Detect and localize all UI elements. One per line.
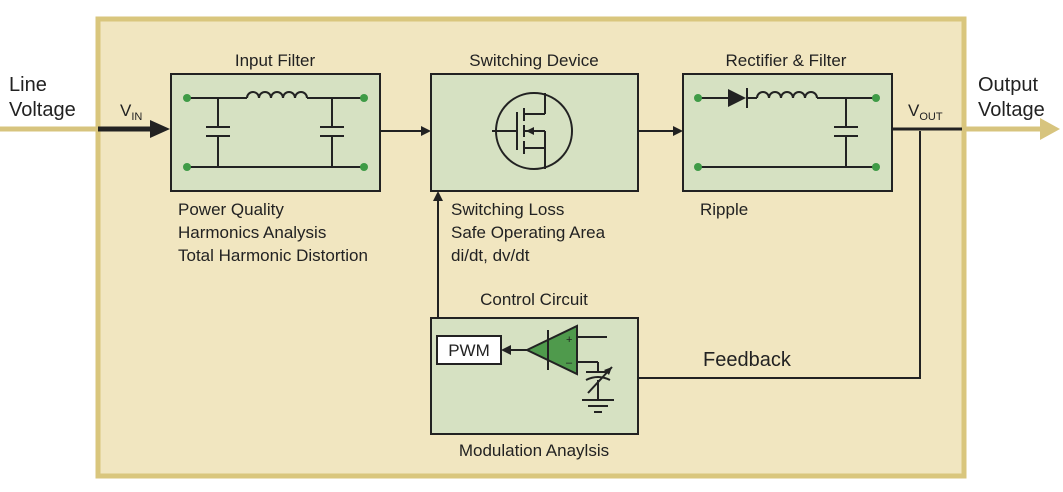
vout-label: VOUT — [908, 101, 943, 123]
line-voltage-line2: Voltage — [9, 99, 76, 121]
input-filter-notes: Power Quality Harmonics Analysis Total H… — [178, 200, 368, 265]
control-to-switch-arrow — [433, 191, 443, 318]
feedback-label: Feedback — [703, 349, 792, 371]
variable-reference-icon — [585, 362, 613, 400]
terminal-dot — [360, 94, 368, 102]
rectifier-filter-circuit — [694, 88, 880, 171]
pwm-box: PWM — [436, 335, 502, 365]
terminal-dot — [183, 94, 191, 102]
output-voltage-line2: Voltage — [978, 99, 1045, 121]
control-circuit-note: Modulation Anaylsis — [459, 441, 609, 460]
terminal-dot — [872, 163, 880, 171]
input-filter-block — [170, 73, 381, 192]
feedback-line — [638, 131, 921, 379]
input-filter-title: Input Filter — [235, 51, 316, 70]
terminal-dot — [694, 94, 702, 102]
switching-device-notes: Switching Loss Safe Operating Area di/dt… — [451, 200, 610, 265]
terminal-dot — [183, 163, 191, 171]
ground-icon — [582, 399, 614, 413]
capacitor-icon — [206, 98, 230, 167]
connector-arrow — [638, 126, 683, 136]
control-circuit-title: Control Circuit — [480, 290, 588, 309]
inductor-icon — [756, 91, 818, 99]
output-voltage-line1: Output — [978, 74, 1038, 96]
line-input-arrow — [0, 120, 170, 138]
pwm-label: PWM — [448, 341, 490, 360]
line-voltage-line1: Line — [9, 74, 47, 96]
line-voltage-label: Line Voltage — [9, 74, 76, 121]
output-voltage-label: Output Voltage — [978, 74, 1045, 121]
input-filter-circuit — [183, 91, 368, 171]
minus-sign: – — [566, 357, 573, 369]
switching-device-title: Switching Device — [469, 51, 598, 70]
terminal-dot — [360, 163, 368, 171]
rectifier-filter-title: Rectifier & Filter — [726, 51, 847, 70]
connector-arrow — [380, 126, 431, 136]
rectifier-filter-note: Ripple — [700, 200, 748, 219]
terminal-dot — [694, 163, 702, 171]
inductor-icon — [246, 91, 308, 99]
mosfet-icon — [492, 92, 573, 170]
plus-sign: + — [566, 334, 572, 346]
switching-device-block — [430, 73, 639, 192]
voltage-output-arrow — [880, 118, 1060, 140]
capacitor-icon — [320, 98, 344, 167]
terminal-dot — [872, 94, 880, 102]
rectifier-filter-block — [682, 73, 893, 192]
capacitor-icon — [834, 98, 858, 167]
op-amp-icon: + – — [524, 324, 578, 376]
vin-label: VIN — [120, 101, 142, 123]
